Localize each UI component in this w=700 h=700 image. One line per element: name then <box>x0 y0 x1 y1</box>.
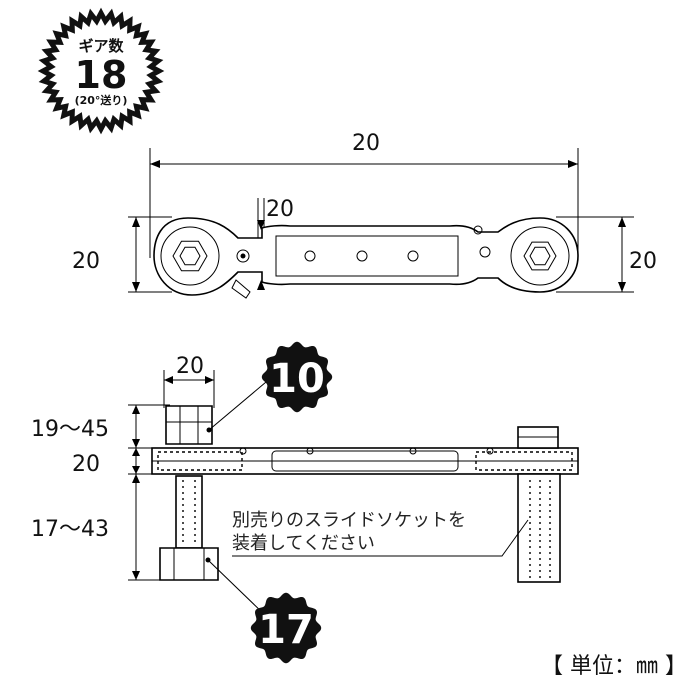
arrow-left-height-top <box>132 217 140 227</box>
callout-upper-number: 10 <box>269 356 325 402</box>
rivet-side <box>239 447 247 455</box>
gear-badge-subtitle: (20°送り) <box>75 93 128 107</box>
note-line-2: 装着してください <box>232 533 375 554</box>
rivet-hole <box>304 250 316 262</box>
rivet-side <box>486 447 494 455</box>
callout-leader-lower <box>207 559 267 617</box>
rivet-side <box>306 447 314 455</box>
gear-badge: ギア数 18 (20°送り) <box>37 7 165 135</box>
callout-lower-size: 17 <box>250 592 322 664</box>
rivet-hole <box>356 250 368 262</box>
callout-leader-upper <box>208 376 273 431</box>
lower-left-shaft <box>175 475 203 549</box>
pawl-lever <box>231 279 251 299</box>
arrow-body-top <box>132 448 140 456</box>
right-head-ring <box>510 226 570 286</box>
rivet-hole <box>479 246 491 258</box>
dim-right-height: 20 <box>629 249 657 274</box>
dim-upper-length: 19～45 <box>31 417 109 442</box>
gear-badge-title: ギア数 <box>78 37 124 55</box>
wrench-body <box>153 217 579 296</box>
left-head-ring <box>160 226 220 286</box>
upper-socket <box>165 405 213 445</box>
dim-body-thickness: 20 <box>72 452 100 477</box>
dim-center-width: 20 <box>266 197 294 222</box>
dim-socket-width: 20 <box>176 354 204 379</box>
right-hex-socket <box>523 241 557 271</box>
arrow-upper-top <box>132 405 140 414</box>
callout-lower-number: 17 <box>258 607 314 653</box>
pawl-pin-center <box>240 253 246 259</box>
right-hex-inner <box>529 246 551 266</box>
arrow-right <box>568 160 578 168</box>
rivet-side <box>409 447 417 455</box>
wrench-rail <box>275 235 459 277</box>
arrow-left-height-bottom <box>132 282 140 292</box>
arrow-lower-bottom <box>132 571 140 580</box>
arrow-right-height-bottom <box>618 282 626 292</box>
wrench-side-view: 20 19～45 20 17～43 <box>31 354 579 617</box>
callout-upper-shape <box>261 341 333 413</box>
left-hex-socket <box>172 240 208 272</box>
arrow-body-bottom <box>132 466 140 474</box>
left-hex-inner <box>179 246 201 266</box>
right-slide-socket <box>517 473 561 583</box>
arrow-lower-top <box>132 474 140 483</box>
arrow-upper-bottom <box>132 439 140 448</box>
lower-socket <box>159 547 219 581</box>
pawl-tab <box>473 225 483 235</box>
arrow-socket-left <box>164 376 173 384</box>
gear-teeth-right <box>475 451 573 471</box>
dim-left-height: 20 <box>72 249 100 274</box>
arrow-center-top <box>257 220 265 230</box>
gear-badge-shape <box>37 7 165 135</box>
callout-upper-size: 10 <box>261 341 333 413</box>
gear-badge-number: 18 <box>75 53 128 97</box>
unit-label: 【 単位：㎜ 】 <box>541 654 687 679</box>
rivet-hole <box>407 250 419 262</box>
arrow-socket-right <box>205 376 214 384</box>
note-line-1: 別売りのスライドソケットを <box>232 510 466 531</box>
pawl-pin <box>236 249 250 263</box>
dim-overall-length: 20 <box>352 131 380 156</box>
dim-lower-length: 17～43 <box>31 517 109 542</box>
arrow-center-bottom <box>257 280 265 290</box>
gear-teeth-left <box>157 451 243 471</box>
wrench-top-view: 20 20 20 20 <box>72 131 657 299</box>
callout-lower-shape <box>250 592 322 664</box>
arrow-right-height-top <box>618 217 626 227</box>
body-rail-side <box>271 450 459 472</box>
arrow-left <box>150 160 160 168</box>
note-leader <box>232 519 529 557</box>
